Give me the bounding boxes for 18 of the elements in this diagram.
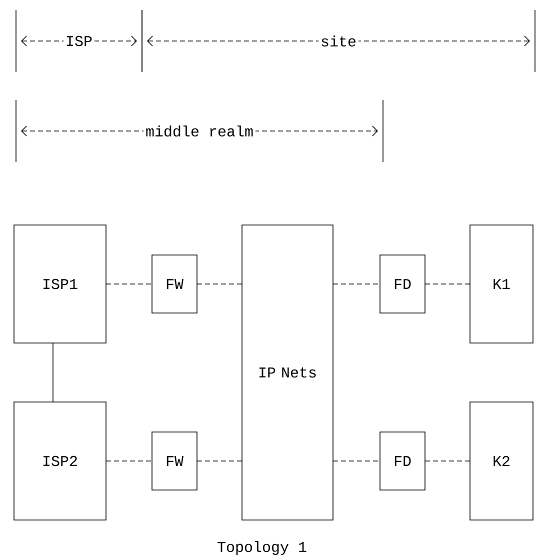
host-box: K1 [470,224,534,344]
caption: Topology 1 [218,541,306,555]
firewall-box: FW [152,254,198,314]
dimension-label: middle realm [146,125,253,137]
dimension-label: ISP [66,36,92,46]
connector-line [106,460,152,462]
connector-line [196,460,242,462]
host-box: K2 [470,402,534,520]
isp-box: ISP1 [14,224,106,344]
connector-line [52,342,54,402]
connector-line [332,460,380,462]
isp-box: ISP2 [14,402,106,520]
fd-box: FD [380,432,426,490]
fd-box: FD [380,254,426,314]
dimension-label: site [322,36,356,46]
connector-line [424,460,470,462]
network-box: IP Nets [242,224,334,520]
firewall-box: FW [152,432,198,490]
